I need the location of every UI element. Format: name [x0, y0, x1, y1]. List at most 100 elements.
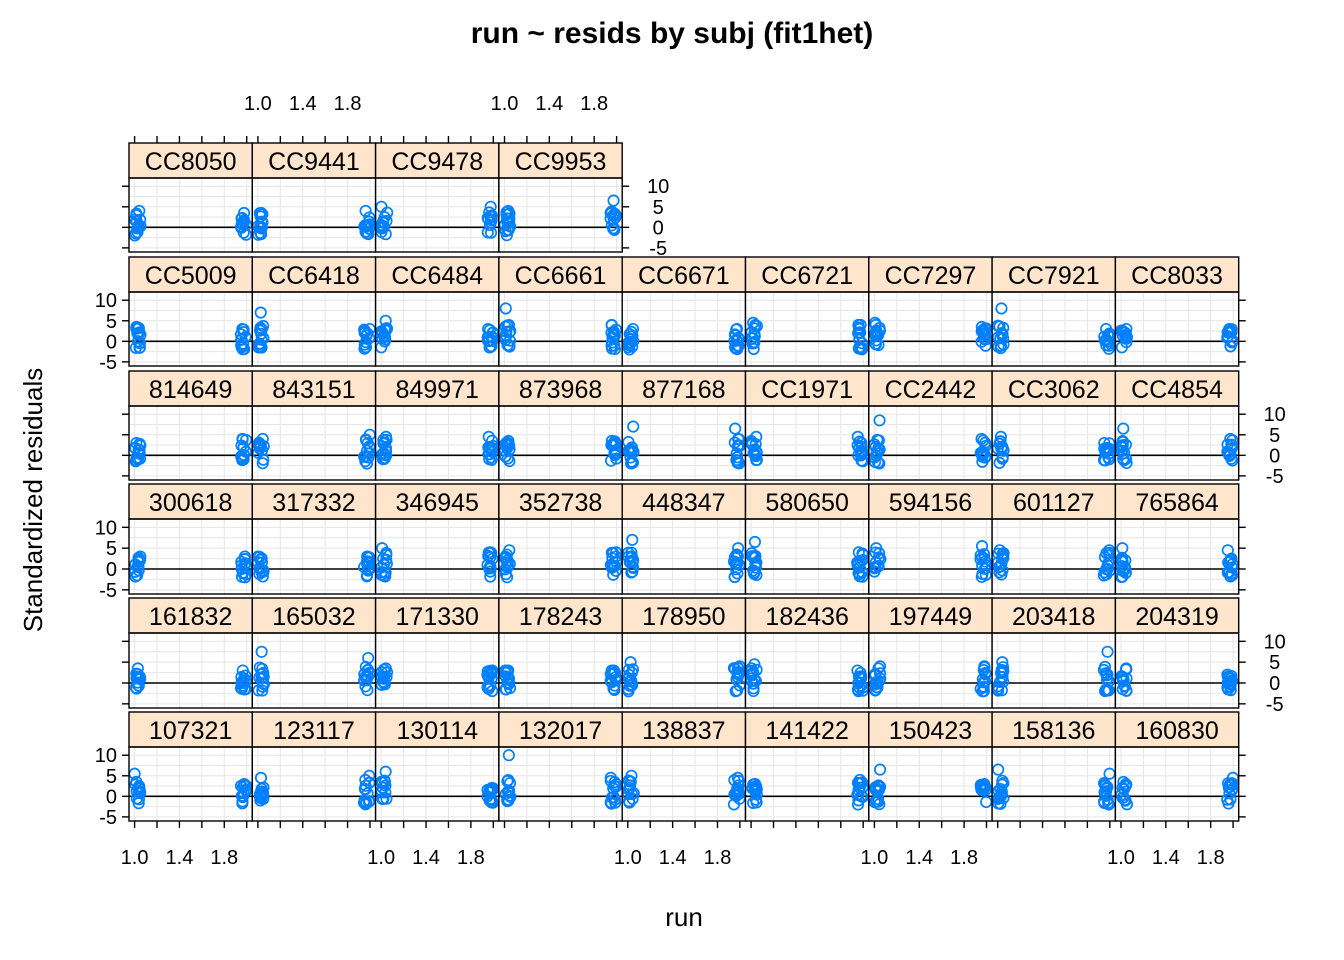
- panel: CC8050: [128, 142, 254, 253]
- panel-strip: [251, 597, 377, 634]
- data-point: [977, 680, 990, 693]
- panel-background: [1115, 519, 1239, 594]
- data-point: [853, 561, 866, 574]
- y-tick-label: 5: [106, 311, 117, 333]
- data-point: [745, 669, 758, 682]
- data-point: [975, 432, 988, 445]
- panel: 165032: [251, 597, 377, 709]
- y-tick-label: 5: [1269, 425, 1280, 447]
- panel-background: [498, 633, 623, 708]
- panel-strip: [498, 370, 623, 407]
- data-point: [499, 670, 512, 683]
- data-point: [873, 414, 886, 427]
- data-point: [1118, 447, 1131, 460]
- panel-strip-label: CC2442: [885, 376, 977, 404]
- data-point: [855, 436, 868, 449]
- data-point: [1101, 668, 1114, 681]
- x-tick-label: 1.8: [210, 847, 238, 869]
- data-point: [731, 661, 744, 674]
- data-point: [978, 661, 991, 674]
- x-tick-label: 1.8: [1197, 847, 1225, 869]
- chart-title: run ~ resids by subj (fit1het): [471, 17, 874, 50]
- data-point: [980, 795, 993, 809]
- data-point: [747, 564, 760, 577]
- panel-strip: [991, 256, 1117, 293]
- x-tick-label: 1.0: [367, 847, 395, 869]
- panel: 594156: [868, 483, 993, 595]
- x-tick-label: 1.0: [244, 93, 272, 115]
- data-point: [377, 663, 391, 676]
- data-point: [852, 318, 865, 332]
- panel: 877168: [621, 370, 747, 481]
- panel: 346945: [374, 483, 500, 595]
- y-tick-label: 0: [106, 786, 117, 808]
- panel: CC9441: [251, 142, 377, 253]
- data-point: [730, 786, 743, 799]
- panel-strip-label: CC6661: [515, 262, 607, 290]
- data-point: [254, 321, 267, 334]
- data-point: [1099, 779, 1112, 792]
- data-point: [607, 329, 620, 342]
- data-point: [255, 215, 268, 228]
- data-point: [750, 796, 763, 809]
- panel-strip-label: 448347: [642, 489, 725, 517]
- data-point: [622, 435, 635, 449]
- panel-background: [622, 292, 746, 366]
- data-point: [362, 219, 375, 232]
- data-point: [1224, 432, 1237, 445]
- data-point: [378, 452, 391, 466]
- panel: CC7921: [991, 256, 1117, 367]
- data-point: [132, 335, 145, 348]
- data-point: [732, 433, 745, 446]
- panel: CC6484: [374, 256, 500, 367]
- data-point: [626, 565, 639, 578]
- data-point: [869, 784, 882, 797]
- panel-frame: [1114, 405, 1240, 481]
- data-point: [130, 322, 143, 335]
- panel-strip-label: 158136: [1012, 717, 1095, 745]
- data-point: [994, 666, 1008, 679]
- data-point: [626, 533, 639, 546]
- panel: 843151: [251, 370, 377, 481]
- panel-strip-label: 160830: [1135, 717, 1218, 745]
- panel-background: [498, 519, 623, 594]
- data-point: [236, 433, 249, 446]
- data-point: [608, 679, 621, 692]
- panel-strip-label: CC4854: [1131, 376, 1223, 404]
- data-point: [130, 682, 143, 695]
- data-point: [625, 457, 638, 470]
- panel: 203418: [991, 597, 1117, 709]
- data-point: [379, 779, 392, 792]
- y-tick-label: 10: [647, 176, 669, 198]
- data-point: [1120, 684, 1133, 697]
- panel: 160830: [1114, 711, 1240, 822]
- panel-background: [375, 292, 499, 366]
- data-point: [254, 226, 267, 239]
- data-point: [871, 445, 884, 458]
- data-point: [1116, 435, 1130, 449]
- panel-strip-label: CC6671: [638, 262, 730, 290]
- panel: 182436: [744, 597, 870, 709]
- panel-strip-label: CC8033: [1131, 262, 1223, 290]
- data-point: [748, 551, 761, 564]
- data-point: [750, 556, 763, 569]
- x-tick-label: 1.8: [457, 847, 485, 869]
- panel-strip-label: CC5009: [145, 262, 237, 290]
- panel-background: [252, 633, 376, 708]
- panel-strip-label: 150423: [889, 717, 972, 745]
- data-point: [874, 763, 887, 776]
- x-tick-label: 1.8: [950, 847, 978, 869]
- panel: 814649: [128, 370, 254, 481]
- data-point: [238, 343, 251, 356]
- data-point: [1224, 684, 1237, 697]
- panel: 197449: [868, 597, 993, 709]
- panel-strip: [1114, 483, 1240, 520]
- data-point: [748, 783, 761, 796]
- panel-strip-label: CC1971: [761, 376, 853, 404]
- data-point: [134, 220, 147, 233]
- data-point: [856, 684, 869, 697]
- data-point: [731, 454, 744, 467]
- data-point: [856, 455, 869, 468]
- panel-strip-label: 580650: [765, 489, 848, 517]
- data-point: [1101, 645, 1114, 658]
